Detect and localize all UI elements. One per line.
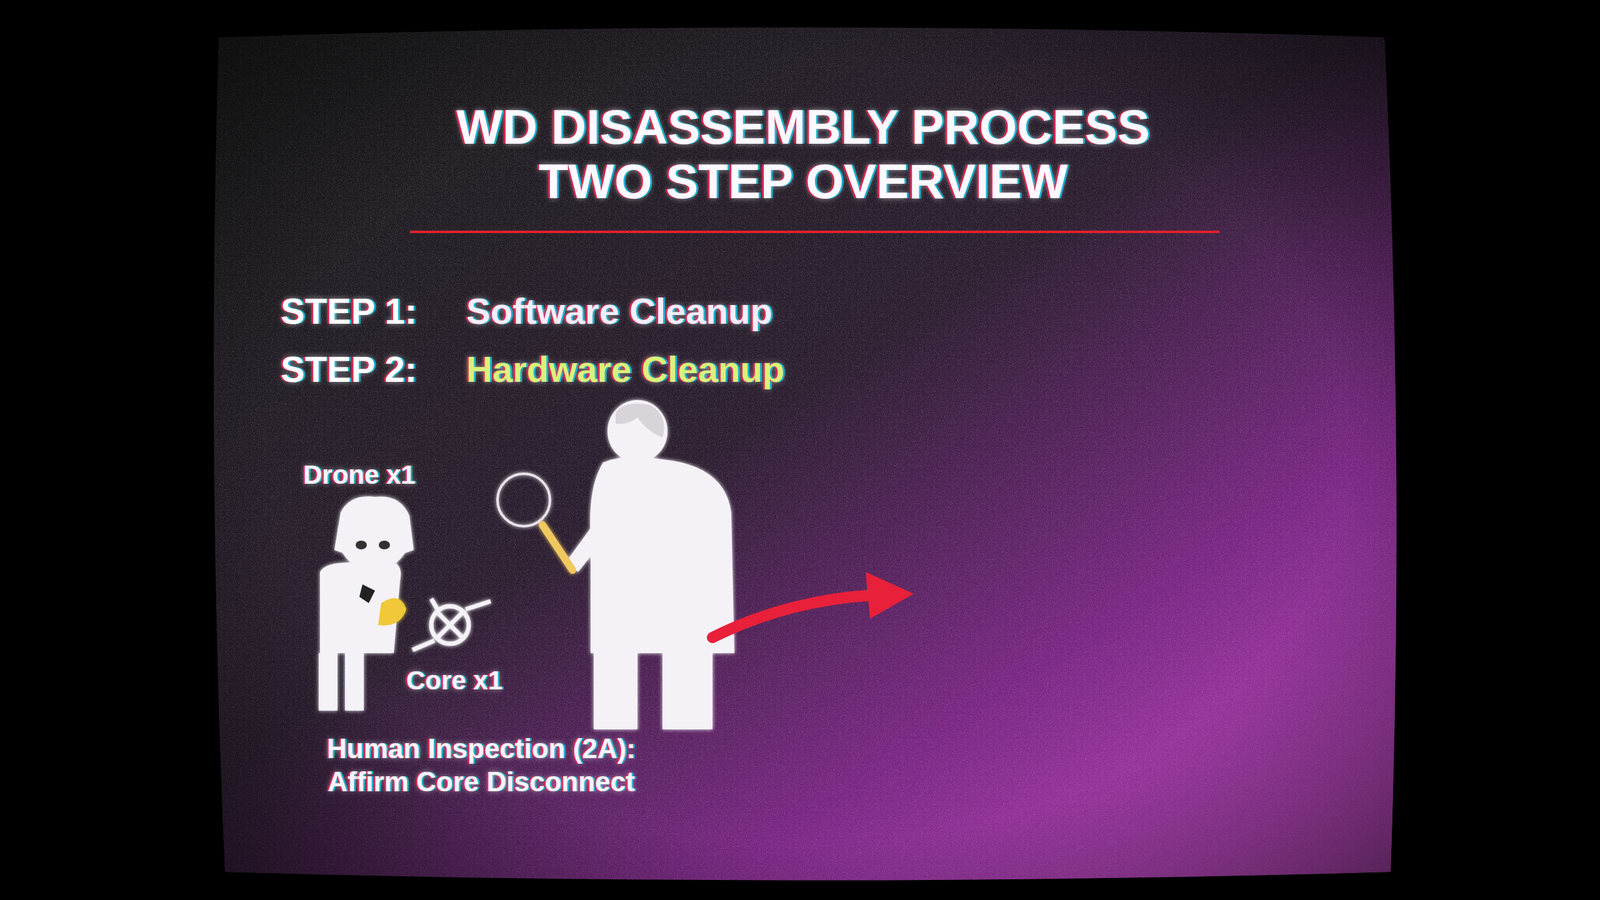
figure-label: Core x1 [406, 665, 503, 697]
red-arrow [712, 571, 914, 638]
figure-label: Drone x1 [303, 459, 416, 491]
slide-title: WD DISASSEMBLY PROCESS TWO STEP OVERVIEW [421, 100, 1185, 210]
title-rule [410, 230, 1220, 234]
inspection-note: Human Inspection (2A): Affirm Core Disco… [293, 732, 669, 799]
magnifier-icon [497, 473, 573, 570]
step-name: Hardware Cleanup [466, 347, 785, 392]
static-noise [206, 18, 1407, 888]
step-number: STEP 1: [280, 289, 417, 334]
core-icon [412, 598, 491, 650]
drone-figure [318, 496, 414, 711]
step-name: Software Cleanup [466, 289, 773, 334]
screen-vignette [206, 18, 1407, 888]
human-figure [565, 400, 735, 730]
step-number: STEP 2: [280, 347, 417, 392]
